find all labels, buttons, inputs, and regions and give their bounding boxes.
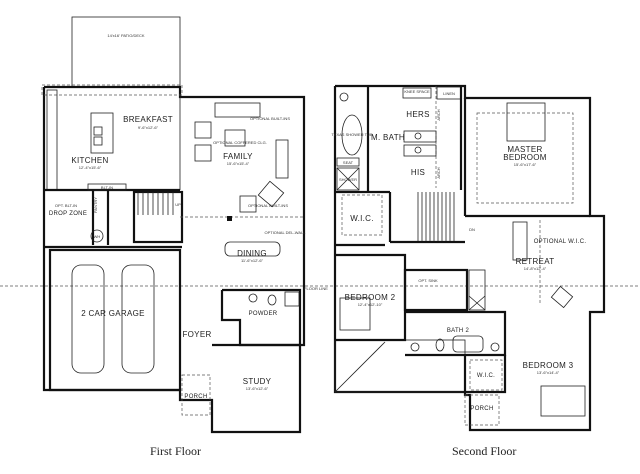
hers-label: HERS [406, 110, 429, 119]
garage [48, 248, 182, 392]
patio [71, 16, 181, 88]
wic-label: W.I.C. [350, 214, 374, 223]
seat-label: SEAT [343, 160, 354, 165]
tub [341, 114, 363, 156]
car [71, 264, 105, 374]
porch-2-label: PORCH [470, 406, 493, 412]
opt-built-in-label: OPT. BLT-IN [55, 203, 77, 208]
bedroom-2-dims: 12'-4"x12'-10" [358, 302, 383, 307]
opt-sink-label: OPT. SINK [418, 278, 438, 283]
master-bedroom-label: MASTER [507, 145, 542, 154]
master-bedroom-dims: 15'-6"x17'-6" [514, 162, 537, 167]
bed [339, 297, 371, 331]
dining-label: DINING [237, 249, 267, 258]
dining-table [224, 241, 281, 257]
water-heater-label: WH [94, 234, 101, 239]
bath-2-label: BATH 2 [447, 328, 470, 334]
retreat-label: RETREAT [516, 257, 555, 266]
breakfast-dims: 9'-6"x12'-6" [138, 125, 159, 130]
built-in-label: BLT-IN [101, 185, 113, 190]
kitchen-label: KITCHEN [71, 156, 108, 165]
dn-label: DN [469, 227, 475, 232]
fireplace [275, 139, 289, 179]
family-label: FAMILY [223, 152, 253, 161]
retreat-dims: 14'-8"x12'-4" [524, 266, 547, 271]
m-bath-label: M. BATH [371, 133, 405, 142]
wic-3-label: W.I.C. [477, 373, 495, 379]
optional-built-ins-label-2: OPTIONAL BUILT-INS [248, 203, 288, 208]
bed [540, 385, 586, 417]
stairs [137, 192, 174, 215]
sofa [214, 102, 261, 118]
garage-label: 2 CAR GARAGE [81, 309, 145, 318]
powder-label: POWDER [249, 311, 278, 317]
second-floor-caption: Second Floor [452, 444, 517, 458]
first-floor-caption: First Floor [150, 444, 202, 458]
tub-label: TEXAS SHOWER TUB [331, 132, 373, 137]
study-dims: 13'-6"x12'-6" [246, 386, 269, 391]
porch-label: PORCH [184, 394, 207, 400]
first-floor-plan: 14'x16' PATIO/DECK BLT-IN UP PANTRY WH O… [41, 16, 328, 434]
bedroom-3-label: BEDROOM 3 [523, 361, 574, 370]
up-label: UP [175, 202, 181, 207]
patio-label: 14'x16' PATIO/DECK [107, 33, 145, 38]
dining-dims: 11'-6"x12'-6" [241, 258, 264, 263]
car [121, 264, 155, 374]
bed [506, 102, 546, 142]
floor-line-label: FLOOR LINE [304, 286, 328, 291]
master-bedroom-label-2: BEDROOM [503, 153, 546, 162]
bedroom-2-label: BEDROOM 2 [345, 293, 396, 302]
arch-label: ARCH [436, 109, 441, 120]
drop-zone-label: DROP ZONE [49, 211, 87, 217]
breakfast-label: BREAKFAST [123, 115, 173, 124]
bedroom-3-dims: 13'-6"x14'-4" [537, 370, 560, 375]
water-heater [90, 229, 104, 243]
kitchen-dims: 12'-4"x15'-6" [79, 165, 102, 170]
arch-label-2: ARCH [436, 167, 441, 178]
foyer-label: FOYER [182, 330, 211, 339]
optional-del-wall-label: OPTIONAL DEL-WALL [264, 230, 306, 235]
family-dims: 15'-6"x15'-4" [227, 161, 250, 166]
optional-coffered-label: OPTIONAL COFFERED CLG. [213, 140, 267, 145]
linen-label: LINEN [443, 91, 455, 96]
study-label: STUDY [243, 377, 272, 386]
optional-built-ins-label: OPTIONAL BUILT-INS [250, 116, 290, 121]
kitchen-island [90, 112, 114, 154]
his-label: HIS [411, 168, 425, 177]
second-floor-plan: TEXAS SHOWER TUB SEAT SHOWER KNEE SPACE … [331, 84, 606, 432]
shower-label: SHOWER [339, 177, 357, 182]
knee-space-label: KNEE SPACE [404, 89, 430, 94]
stairs [417, 192, 455, 242]
optional-wic-label: OPTIONAL W.I.C. [534, 239, 587, 245]
pantry-label: PANTRY [93, 197, 98, 213]
